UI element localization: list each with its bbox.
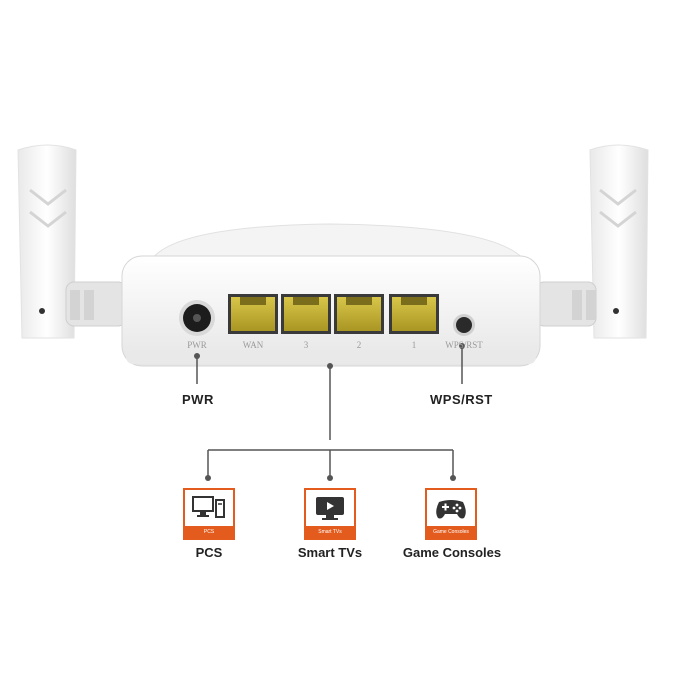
tv-tile: Smart TVs (304, 488, 356, 540)
ethernet-port-lan2 (334, 294, 384, 334)
callout-lines (196, 346, 463, 476)
pc-tile: PCS (183, 488, 235, 540)
device-label-game-consoles: Game Consoles (402, 545, 502, 560)
device-label-smart-tvs: Smart TVs (297, 545, 363, 560)
pc-caption: PCS (185, 526, 233, 538)
ethernet-port-lan1 (389, 294, 439, 334)
router-top (149, 223, 527, 263)
ethernet-port-lan3 (281, 294, 331, 334)
tv-icon (316, 497, 344, 520)
gamepad-icon (436, 500, 466, 519)
wps-button (453, 314, 475, 336)
port-label-pwr: PWR (187, 340, 207, 350)
router-base (126, 350, 536, 364)
port-label-3: 3 (303, 340, 309, 350)
right-antenna (535, 144, 649, 339)
pc-icon (192, 496, 225, 518)
device-label-pcs: PCS (195, 545, 223, 560)
callout-dots (194, 343, 465, 481)
port-label-wan: WAN (242, 340, 264, 350)
port-label-wps: WPS/RST (445, 340, 483, 350)
port-label-1: 1 (411, 340, 417, 350)
game-console-tile: Game Consoles (425, 488, 477, 540)
tv-caption: Smart TVs (306, 526, 354, 538)
port-label-2: 2 (356, 340, 362, 350)
callout-wps-rst: WPS/RST (430, 392, 493, 407)
ethernet-port-wan (228, 294, 278, 334)
power-jack (179, 300, 215, 336)
left-antenna (17, 144, 127, 339)
game-console-caption: Game Consoles (427, 526, 475, 538)
callout-pwr: PWR (182, 392, 214, 407)
